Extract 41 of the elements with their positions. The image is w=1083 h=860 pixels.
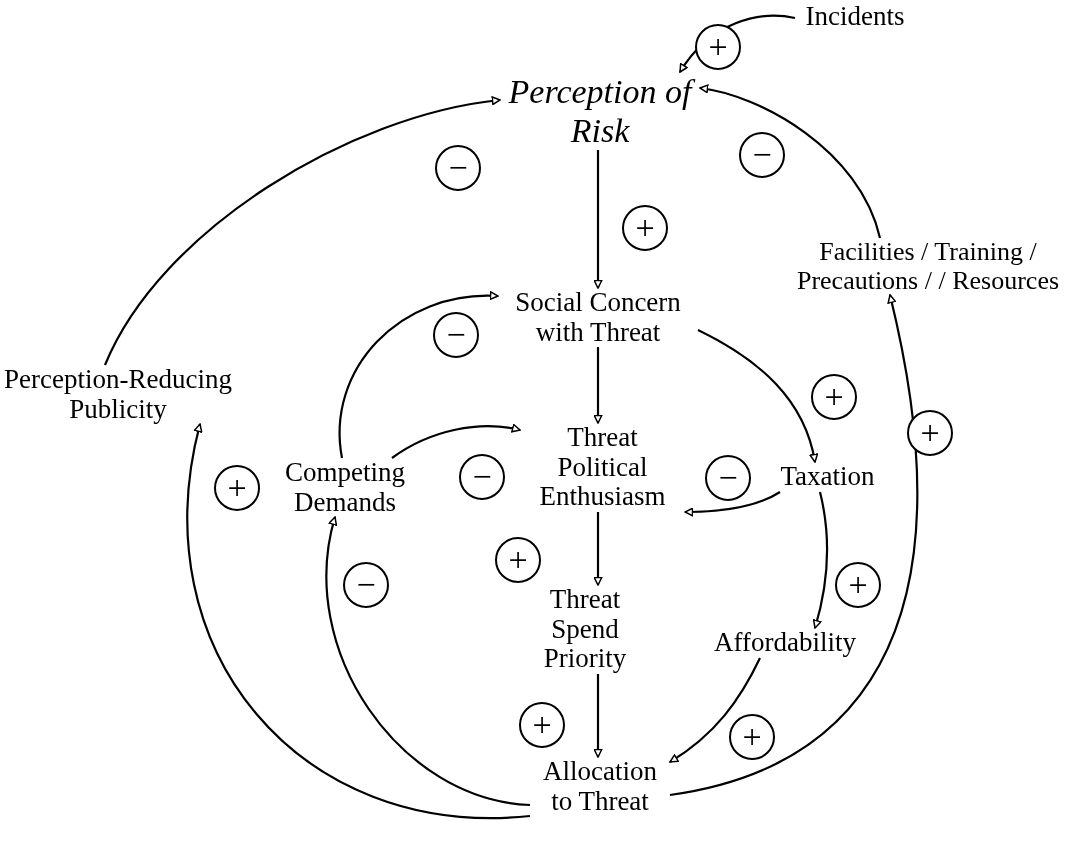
polarity-sign: + xyxy=(622,205,668,251)
arrow xyxy=(338,291,499,459)
node-label: Affordability xyxy=(713,628,857,658)
node-label: Facilities / Training / Precautions / / Resources xyxy=(795,238,1061,296)
polarity-sign: − xyxy=(459,454,505,500)
polarity-sign: + xyxy=(907,410,953,456)
polarity-sign: − xyxy=(739,132,785,178)
arrow xyxy=(699,84,882,239)
arrow xyxy=(669,657,761,763)
arrow xyxy=(697,329,818,463)
polarity-sign: − xyxy=(433,312,479,358)
polarity-sign: + xyxy=(695,24,741,70)
polarity-sign: + xyxy=(495,537,541,583)
node-label: Threat Political Enthusiasm xyxy=(538,423,667,513)
node-label: Threat Spend Priority xyxy=(542,585,628,675)
polarity-sign: − xyxy=(343,562,389,608)
arrow xyxy=(593,512,603,586)
polarity-sign: + xyxy=(519,702,565,748)
polarity-sign: + xyxy=(214,465,260,511)
node-label: Social Concern with Threat xyxy=(514,288,682,348)
arrow xyxy=(104,96,501,366)
arrow xyxy=(391,424,521,459)
arrow xyxy=(325,516,531,807)
arrow xyxy=(669,294,918,797)
arrow xyxy=(593,150,603,289)
polarity-sign: − xyxy=(435,145,481,191)
arrow xyxy=(593,674,603,758)
node-label: Taxation xyxy=(779,462,876,492)
node-label: Competing Demands xyxy=(284,458,406,518)
node-label: Perception of Risk xyxy=(500,72,700,151)
arrow xyxy=(684,491,781,517)
polarity-sign: + xyxy=(835,562,881,608)
node-label: Perception-Reducing Publicity xyxy=(3,365,233,425)
polarity-sign: + xyxy=(811,374,857,420)
arrow xyxy=(812,491,829,629)
node-label: Allocation to Threat xyxy=(542,757,658,817)
arrow xyxy=(593,347,603,424)
arrow xyxy=(186,423,531,819)
polarity-sign: − xyxy=(705,455,751,501)
node-label: Incidents xyxy=(804,2,906,32)
polarity-sign: + xyxy=(729,714,775,760)
